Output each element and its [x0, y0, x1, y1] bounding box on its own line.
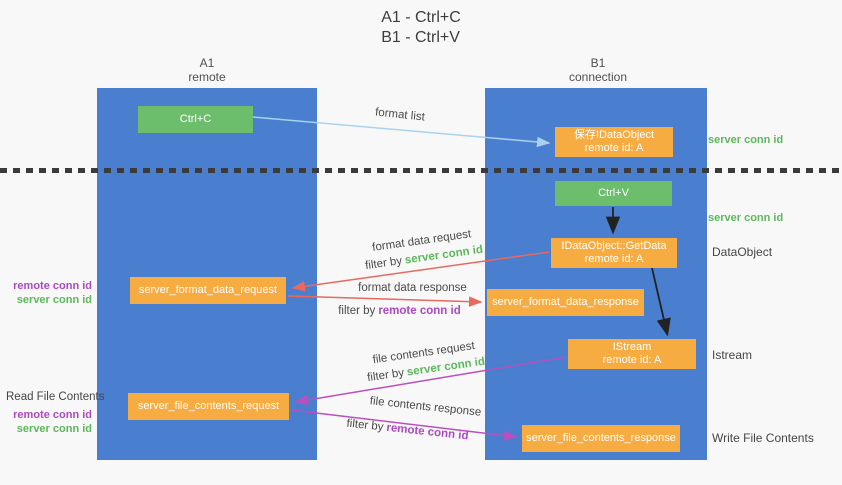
- title-line-1: A1 - Ctrl+C: [381, 9, 461, 26]
- lane-header-a1: A1 remote: [137, 56, 277, 84]
- server-format-data-response-label: server_format_data_response: [492, 296, 639, 308]
- server-file-contents-response-node: server_file_contents_response: [522, 425, 680, 452]
- ctrl-v-node: Ctrl+V: [555, 181, 672, 206]
- remote-conn-id-annotation: remote conn id: [13, 409, 92, 421]
- ctrl-v-label: Ctrl+V: [598, 187, 629, 199]
- server-format-data-request-label: server_format_data_request: [138, 284, 278, 296]
- istream-node: IStream remote id: A: [568, 339, 696, 369]
- save-dataobject-line1: 保存IDataObject: [573, 129, 655, 141]
- format-data-request-arrow: [291, 251, 550, 292]
- istream-annotation: Istream: [712, 348, 753, 362]
- server-file-contents-request-label: server_file_contents_request: [137, 400, 280, 412]
- remote-conn-id-annotation: remote conn id: [13, 280, 92, 292]
- dataobject-annotation: DataObject: [712, 245, 773, 259]
- server-format-data-response-node: server_format_data_response: [487, 289, 644, 316]
- format-request-conn-ids: remote conn id server conn id: [0, 279, 92, 307]
- filter-by-text: filter by: [338, 305, 376, 317]
- lane-a-name: A1: [199, 56, 215, 70]
- remote-conn-id-text: remote conn id: [378, 305, 461, 317]
- format-data-response-label: format data response: [358, 282, 467, 294]
- read-file-contents-annotation: Read File Contents: [6, 391, 105, 403]
- getdata-node: IDataObject::GetData remote id: A: [551, 238, 677, 268]
- getdata-to-istream-arrow: [651, 267, 671, 337]
- getdata-line1: IDataObject::GetData: [561, 240, 667, 252]
- format-list-arrow: [252, 116, 551, 148]
- title-line-2: B1 - Ctrl+V: [381, 29, 460, 46]
- diagram-title: A1 - Ctrl+C B1 - Ctrl+V: [0, 8, 842, 48]
- lane-a-role: remote: [188, 70, 226, 84]
- lane-header-b1: B1 connection: [528, 56, 668, 84]
- server-conn-id-annotation-top: server conn id: [708, 134, 784, 146]
- getdata-line2: remote id: A: [584, 253, 644, 265]
- filter-by-text: filter by: [364, 255, 403, 273]
- server-format-data-request-node: server_format_data_request: [130, 277, 286, 304]
- ctrl-c-node: Ctrl+C: [138, 106, 253, 133]
- server-conn-id-annotation: server conn id: [16, 294, 92, 306]
- server-conn-id-annotation-ctrlv: server conn id: [708, 212, 784, 224]
- save-dataobject-line2: remote id: A: [584, 142, 644, 154]
- server-conn-id-annotation: server conn id: [16, 423, 92, 435]
- filter-by-text: filter by: [366, 367, 405, 385]
- lane-b-role: connection: [568, 70, 628, 84]
- save-dataobject-node: 保存IDataObject remote id: A: [555, 127, 673, 157]
- file-contents-request-arrow: [294, 356, 567, 406]
- write-file-contents-annotation: Write File Contents: [712, 431, 814, 445]
- file-request-conn-ids: remote conn id server conn id: [0, 408, 92, 436]
- server-file-contents-response-label: server_file_contents_response: [526, 432, 676, 444]
- ctrl-c-label: Ctrl+C: [179, 113, 212, 125]
- lane-b-name: B1: [590, 56, 606, 70]
- server-file-contents-request-node: server_file_contents_request: [128, 393, 289, 420]
- istream-line2: remote id: A: [602, 354, 662, 366]
- file-contents-response-arrow: [290, 409, 518, 441]
- format-data-response-arrow: [287, 295, 483, 307]
- istream-line1: IStream: [612, 341, 652, 353]
- phase-divider-dotted-line: [0, 168, 842, 173]
